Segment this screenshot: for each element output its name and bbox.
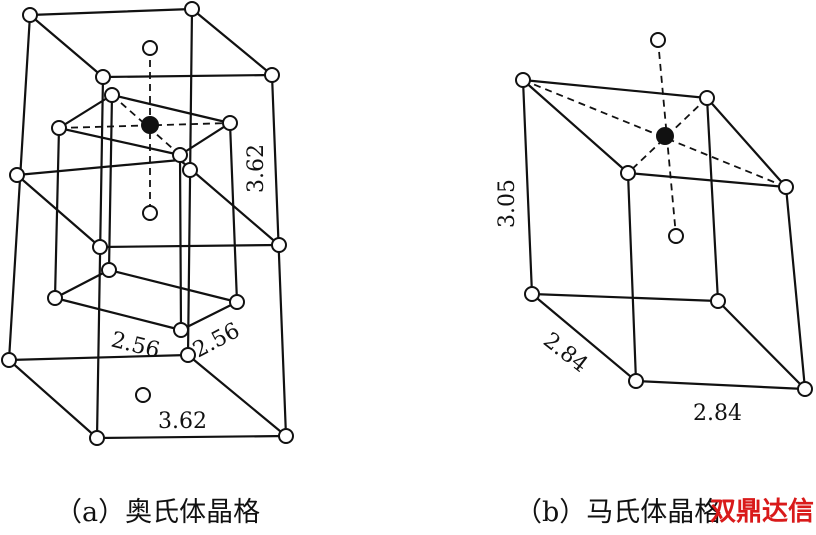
martensite-atoms	[515, 32, 813, 397]
atom	[180, 347, 196, 363]
austenite-right-width-label: 2.56	[189, 318, 244, 363]
atom	[101, 262, 117, 278]
atom	[778, 179, 794, 195]
martensite-lattice: 3.05 2.84 2.84 （b）马氏体晶格	[495, 32, 813, 528]
atom	[278, 428, 294, 444]
martensite-dashed-axes	[522, 39, 787, 237]
austenite-lattice: 3.62 2.56 2.56 3.62 （a）奥氏体晶格	[1, 1, 294, 528]
atom	[172, 147, 188, 163]
atom	[184, 1, 200, 17]
austenite-left-width-label: 2.56	[109, 328, 163, 364]
atom	[264, 67, 280, 83]
atom	[47, 290, 63, 306]
atom	[524, 286, 540, 302]
austenite-bottom-width-label: 3.62	[158, 409, 207, 434]
atom	[89, 430, 105, 446]
atom	[142, 40, 158, 56]
atom	[51, 120, 67, 136]
atom	[710, 293, 726, 309]
atom	[173, 322, 189, 338]
martensite-width-label: 2.84	[693, 401, 742, 426]
austenite-inner-cell	[53, 93, 239, 332]
atom	[9, 167, 25, 183]
atom	[104, 87, 120, 103]
atom	[797, 381, 813, 397]
austenite-height-label: 3.62	[244, 144, 269, 193]
atom	[95, 69, 111, 85]
atom	[699, 90, 715, 106]
austenite-caption: （a）奥氏体晶格	[55, 497, 260, 528]
atom	[92, 239, 108, 255]
atom	[229, 294, 245, 310]
atom	[515, 72, 531, 88]
atom	[22, 7, 38, 23]
martensite-depth-label: 2.84	[538, 328, 592, 378]
martensite-cell-edges	[521, 78, 807, 391]
watermark-logo-text: 双鼎达信	[710, 497, 814, 527]
austenite-atoms	[1, 1, 294, 446]
atom	[271, 237, 287, 253]
austenite-outer-frame	[7, 7, 288, 440]
atom	[182, 162, 198, 178]
atom	[142, 205, 158, 221]
martensite-caption: （b）马氏体晶格	[515, 497, 721, 528]
atom	[1, 352, 17, 368]
atom	[135, 387, 151, 403]
atom	[628, 373, 644, 389]
atom	[620, 165, 636, 181]
martensite-height-label: 3.05	[495, 179, 520, 228]
atom	[650, 32, 666, 48]
center-atom	[656, 127, 674, 145]
atom	[668, 228, 684, 244]
atom	[222, 115, 238, 131]
center-atom	[141, 116, 159, 134]
